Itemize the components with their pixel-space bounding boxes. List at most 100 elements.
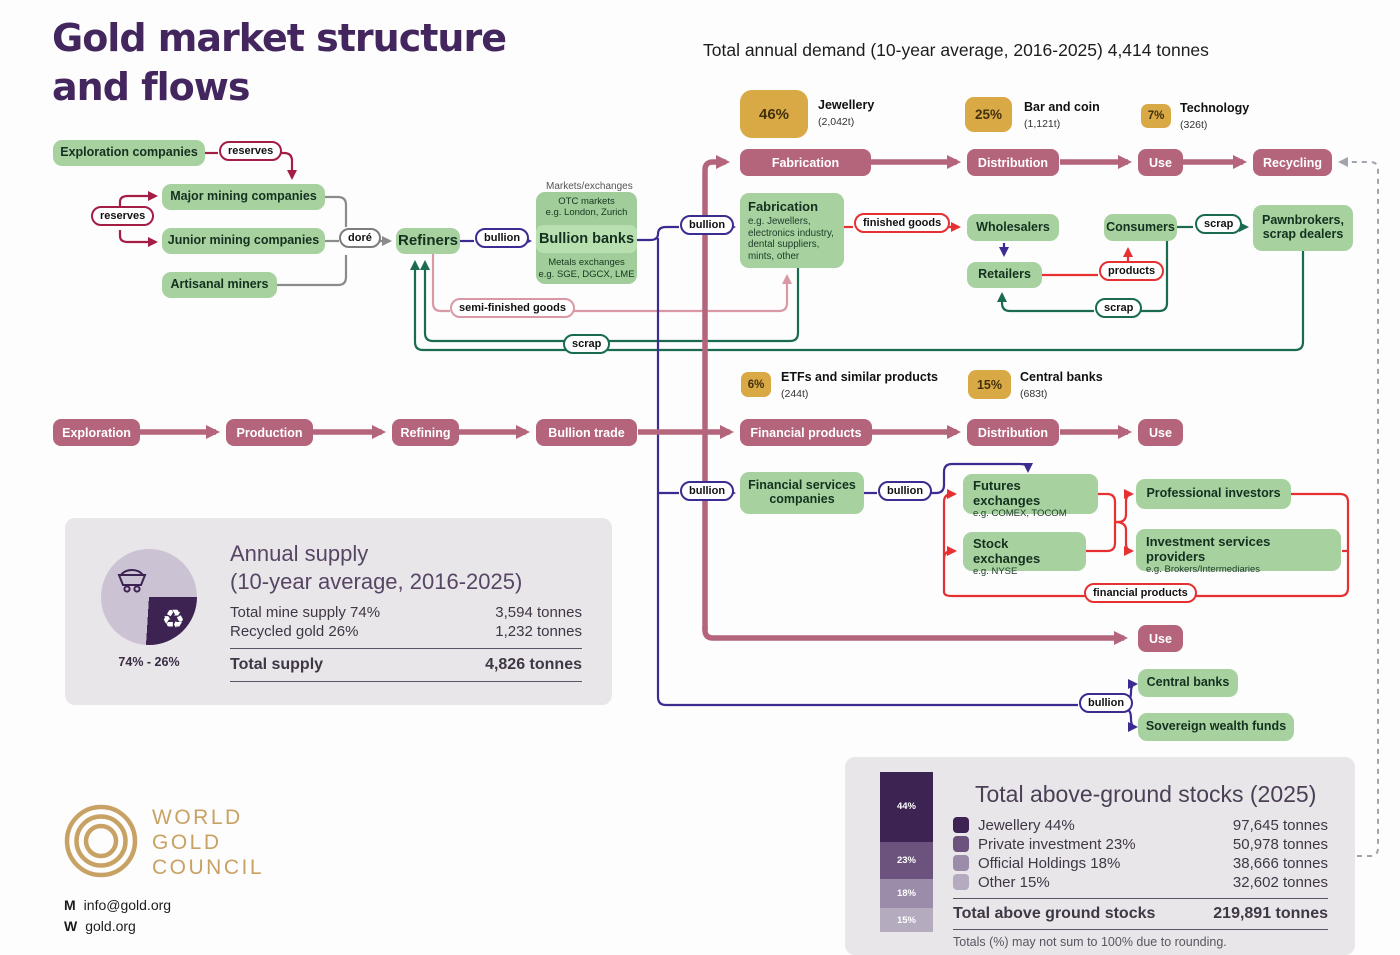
dore-wires bbox=[277, 195, 392, 287]
bar-segment-official: 18% bbox=[880, 879, 933, 908]
tag-scrap-consumers: scrap bbox=[1095, 298, 1143, 318]
bar-segment-jewellery: 44% bbox=[880, 772, 933, 843]
tag-bullion-5: bullion bbox=[1079, 693, 1134, 713]
supply-row-mine: Total mine supply 74%3,594 tonnes bbox=[230, 604, 582, 621]
supply-title: Annual supply (10-year average, 2016-202… bbox=[230, 541, 523, 594]
recycle-icon: ♻ bbox=[161, 604, 185, 634]
semi-finished-wires bbox=[431, 254, 792, 313]
tag-reserves-2: reserves bbox=[91, 206, 155, 226]
chain-recycling: Recycling bbox=[1253, 149, 1332, 176]
stocks-title: Total above-ground stocks (2025) bbox=[975, 781, 1317, 807]
stocks-row-other: Other 15%32,602 tonnes bbox=[978, 874, 1328, 891]
node-sovereign-wealth-funds: Sovereign wealth funds bbox=[1138, 713, 1294, 741]
node-retailers: Retailers bbox=[967, 262, 1042, 288]
chain-bullion-trade: Bullion trade bbox=[536, 419, 637, 446]
tag-financial-products: financial products bbox=[1084, 583, 1197, 603]
chain-use-2: Use bbox=[1138, 419, 1183, 446]
node-futures-exchanges: Futures exchanges e.g. COMEX, TOCOM bbox=[963, 474, 1098, 519]
chain-financial-products: Financial products bbox=[740, 419, 872, 446]
chain-wires bbox=[140, 155, 1247, 645]
wgc-logo-text: WORLD GOLD COUNCIL bbox=[152, 806, 265, 879]
recycled-return-wire bbox=[1338, 157, 1379, 857]
tag-semi-finished-goods: semi-finished goods bbox=[450, 298, 575, 318]
node-artisanal-miners: Artisanal miners bbox=[162, 272, 277, 298]
page-title: Gold market structure and flows bbox=[52, 16, 507, 109]
node-consumers: Consumers bbox=[1104, 214, 1177, 241]
reserves-wires bbox=[118, 151, 297, 247]
stocks-row-private: Private investment 23%50,978 tonnes bbox=[978, 836, 1328, 853]
tag-scrap-main: scrap bbox=[563, 334, 611, 354]
bar-segment-private: 23% bbox=[880, 842, 933, 880]
tag-bullion-2: bullion bbox=[680, 215, 735, 235]
tag-bullion-3: bullion bbox=[680, 481, 735, 501]
node-pawnbrokers: Pawnbrokers, scrap dealers bbox=[1253, 205, 1353, 251]
chain-distribution: Distribution bbox=[967, 149, 1059, 176]
badge-jewellery-label: Jewellery(2,042t) bbox=[818, 98, 875, 129]
chain-production: Production bbox=[226, 419, 313, 446]
badge-etfs-label: ETFs and similar products(244t) bbox=[781, 370, 938, 401]
badge-technology-pct: 7% bbox=[1141, 104, 1171, 128]
tag-bullion-1: bullion bbox=[475, 228, 530, 248]
chain-distribution-2: Distribution bbox=[967, 419, 1059, 446]
supply-divider-1 bbox=[230, 648, 582, 649]
red-wires bbox=[843, 222, 1350, 598]
node-stock-exchanges: Stock exchanges e.g. NYSE bbox=[963, 532, 1086, 577]
badge-etfs-pct: 6% bbox=[741, 372, 771, 397]
wgc-logo-icon bbox=[64, 804, 138, 878]
node-wholesalers: Wholesalers bbox=[967, 214, 1059, 241]
badge-jewellery-pct: 46% bbox=[740, 90, 808, 138]
tag-dore: doré bbox=[339, 228, 381, 248]
markets-exchanges-caption: Markets/exchanges bbox=[546, 181, 633, 192]
stocks-note: Totals (%) may not sum to 100% due to ro… bbox=[953, 935, 1227, 949]
mine-cart-icon bbox=[117, 568, 147, 593]
stocks-stacked-bar: 44% 23% 18% 15% bbox=[880, 772, 933, 932]
node-major-mining: Major mining companies bbox=[162, 184, 325, 210]
legend-swatch-official bbox=[953, 855, 969, 871]
node-investment-providers: Investment services providers e.g. Broke… bbox=[1136, 529, 1341, 575]
annual-supply-panel: ♻ 74% - 26% Annual supply (10-year avera… bbox=[65, 518, 612, 705]
badge-barcoin-label: Bar and coin(1,121t) bbox=[1024, 100, 1100, 131]
tag-scrap-pawnbrokers: scrap bbox=[1195, 214, 1243, 234]
stocks-panel: 44% 23% 18% 15% Total above-ground stock… bbox=[845, 757, 1355, 955]
badge-centralbanks-label: Central banks(683t) bbox=[1020, 370, 1103, 401]
node-refiners: Refiners bbox=[396, 228, 460, 254]
supply-pie-chart: ♻ bbox=[101, 549, 197, 645]
bar-segment-other: 15% bbox=[880, 908, 933, 932]
stocks-divider-2 bbox=[953, 929, 1328, 930]
node-junior-mining: Junior mining companies bbox=[162, 228, 325, 254]
node-financial-services: Financial services companies bbox=[740, 472, 864, 514]
tag-products: products bbox=[1099, 261, 1165, 281]
badge-technology-label: Technology(326t) bbox=[1180, 101, 1250, 132]
badge-barcoin-pct: 25% bbox=[965, 97, 1012, 132]
supply-row-recycled: Recycled gold 26%1,232 tonnes bbox=[230, 623, 582, 640]
chain-fabrication: Fabrication bbox=[740, 149, 871, 176]
node-central-banks: Central banks bbox=[1138, 669, 1238, 697]
pie-caption: 74% - 26% bbox=[118, 655, 180, 669]
chain-use-financial: Use bbox=[1138, 625, 1183, 652]
chain-exploration: Exploration bbox=[53, 419, 140, 446]
node-exploration-companies: Exploration companies bbox=[53, 140, 205, 166]
demand-title: Total annual demand (10-year average, 20… bbox=[703, 40, 1209, 60]
tag-bullion-4: bullion bbox=[878, 481, 933, 501]
supply-divider-2 bbox=[230, 681, 582, 682]
scrap-wires bbox=[410, 222, 1305, 352]
legend-swatch-jewellery bbox=[953, 817, 969, 833]
stocks-row-official: Official Holdings 18%38,666 tonnes bbox=[978, 855, 1328, 872]
chain-use: Use bbox=[1138, 149, 1183, 176]
tag-finished-goods: finished goods bbox=[854, 213, 951, 233]
stocks-row-jewellery: Jewellery 44%97,645 tonnes bbox=[978, 817, 1328, 834]
node-professional-investors: Professional investors bbox=[1136, 479, 1291, 509]
chain-refining: Refining bbox=[392, 419, 459, 446]
legend-swatch-private bbox=[953, 836, 969, 852]
badge-centralbanks-pct: 15% bbox=[968, 370, 1011, 399]
tag-reserves-1: reserves bbox=[219, 141, 283, 161]
